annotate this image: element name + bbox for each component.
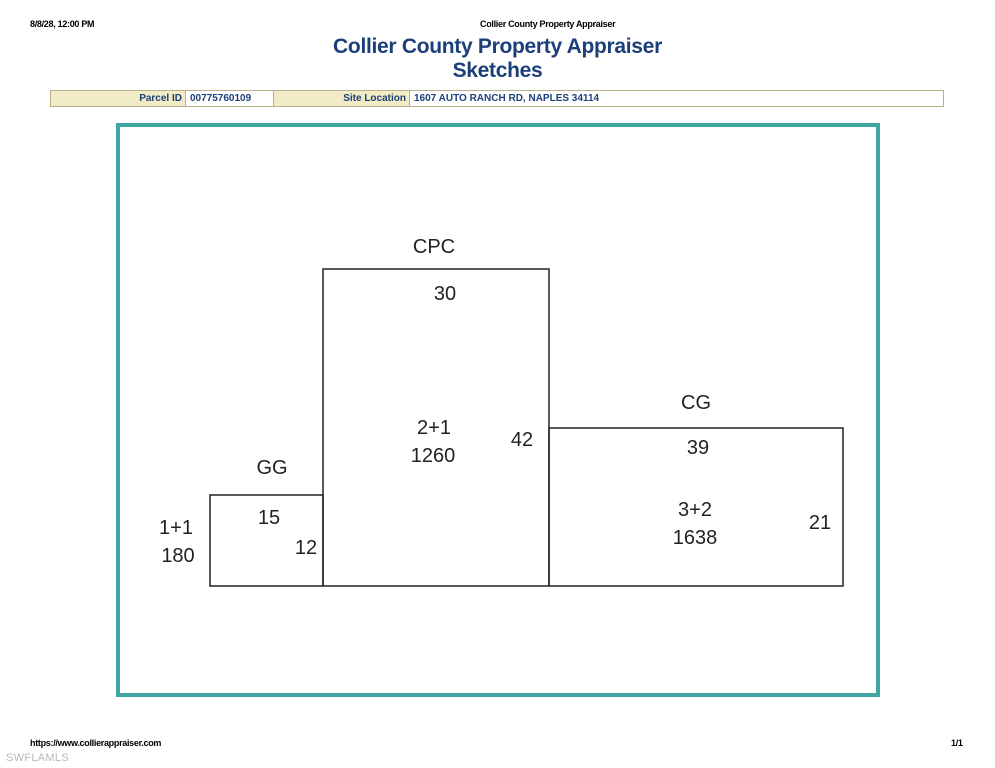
area-cpc-sqft: 1260 [411,445,456,467]
area-cg-outline [548,427,844,587]
parcel-id-value: 00775760109 [186,91,274,106]
sketch-frame [116,123,880,697]
area-gg-sqft: 180 [161,545,194,567]
area-cpc-label: 2+1 [417,417,451,439]
footer-page-number: 1/1 [951,738,963,748]
area-cpc-depth: 42 [511,429,533,451]
area-cpc-code: CPC [413,236,455,258]
area-cg-code: CG [681,392,711,414]
print-header-title: Collier County Property Appraiser [480,19,616,29]
area-cg-depth: 21 [809,512,831,534]
watermark: SWFLAMLS [6,752,69,764]
page-subtitle: Sketches [452,59,543,82]
print-date: 8/8/28, 12:00 PM [30,19,95,29]
area-gg-width: 15 [258,507,280,529]
area-cg-width: 39 [687,437,709,459]
footer-url: https://www.collierappraiser.com [30,738,162,748]
parcel-id-label: Parcel ID [51,91,186,106]
area-cg-sqft: 1638 [673,527,718,549]
area-gg-label: 1+1 [159,517,193,539]
page-title: Collier County Property Appraiser [333,35,662,58]
area-cpc-width: 30 [434,283,456,305]
parcel-info-bar: Parcel ID 00775760109 Site Location 1607… [50,90,944,107]
area-gg-code: GG [256,457,287,479]
area-cg-label: 3+2 [678,499,712,521]
site-location-label: Site Location [274,91,410,106]
area-gg-depth: 12 [295,537,317,559]
site-location-value: 1607 AUTO RANCH RD, NAPLES 34114 [414,93,600,104]
